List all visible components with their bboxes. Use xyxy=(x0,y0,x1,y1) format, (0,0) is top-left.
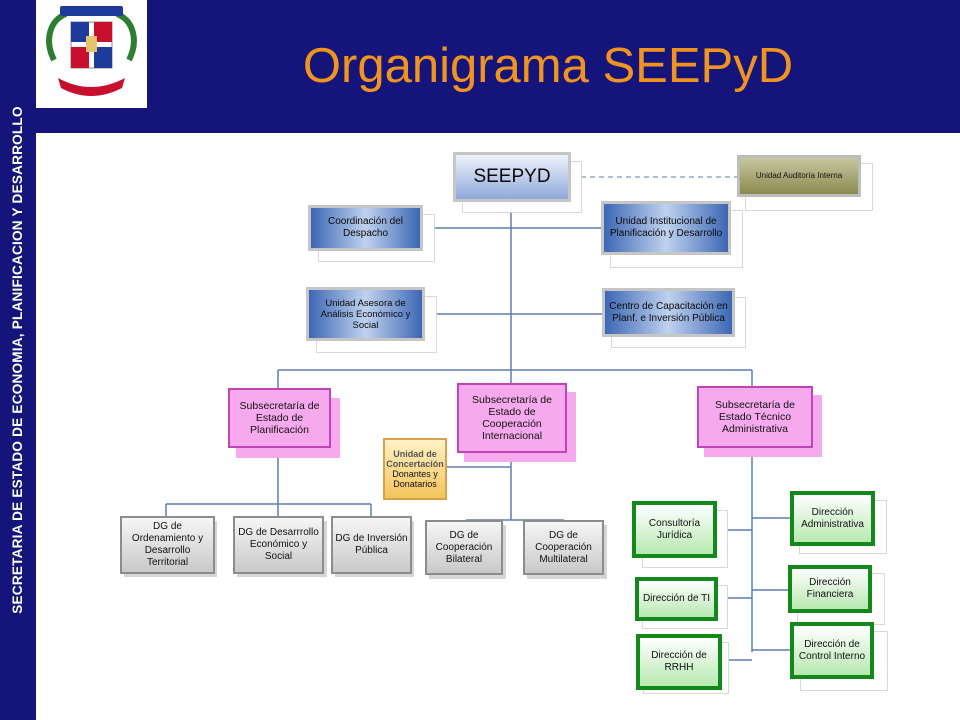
header-bar xyxy=(36,0,960,133)
auditoria-interna-box: Unidad Auditoría Interna xyxy=(737,155,861,197)
unidad-institucional-box: Unidad Institucional de Planificación y … xyxy=(601,201,731,255)
dg-ordenamiento-box: DG de Ordenamiento y Desarrollo Territor… xyxy=(120,516,215,574)
direccion-administrativa-box: Dirección Administrativa xyxy=(790,491,875,546)
coordinacion-despacho-box: Coordinación del Despacho xyxy=(308,205,423,251)
unidad-concertacion-subtitle: Donantes y Donatarios xyxy=(392,469,438,489)
direccion-ti-box: Dirección de TI xyxy=(635,577,718,621)
sidebar: SECRETARIA DE ESTADO DE ECONOMIA, PLANIF… xyxy=(0,0,36,720)
subsecretaria-tecnico-box: Subsecretaría de Estado Técnico Administ… xyxy=(697,386,813,448)
dg-inversion-box: DG de Inversión Pública xyxy=(331,516,412,574)
unidad-concertacion-title: Unidad de Concertación xyxy=(386,449,444,469)
dg-bilateral-box: DG de Cooperación Bilateral xyxy=(425,520,503,575)
coat-of-arms-icon xyxy=(46,6,137,96)
coat-of-arms-logo xyxy=(36,0,147,108)
direccion-control-interno-box: Dirección de Control Interno xyxy=(790,622,874,679)
seepyd-box: SEEPYD xyxy=(453,152,571,202)
subsecretaria-planificacion-box: Subsecretaría de Estado de Planificación xyxy=(228,388,331,448)
unidad-asesora-box: Unidad Asesora de Análisis Económico y S… xyxy=(306,287,425,341)
consultoria-juridica-box: Consultoría Jurídica xyxy=(632,501,717,558)
unidad-concertacion-box: Unidad de Concertación Donantes y Donata… xyxy=(383,438,447,500)
dg-multilateral-box: DG de Cooperación Multilateral xyxy=(523,520,604,575)
page-title: Organigrama SEEPyD xyxy=(302,39,794,93)
direccion-rrhh-box: Dirección de RRHH xyxy=(636,634,722,690)
subsecretaria-cooperacion-box: Subsecretaría de Estado de Cooperación I… xyxy=(457,383,567,453)
direccion-financiera-box: Dirección Financiera xyxy=(788,565,872,613)
centro-capacitacion-box: Centro de Capacitación en Planf. e Inver… xyxy=(602,288,735,337)
dg-desarrollo-box: DG de Desarrrollo Económico y Social xyxy=(233,516,324,574)
